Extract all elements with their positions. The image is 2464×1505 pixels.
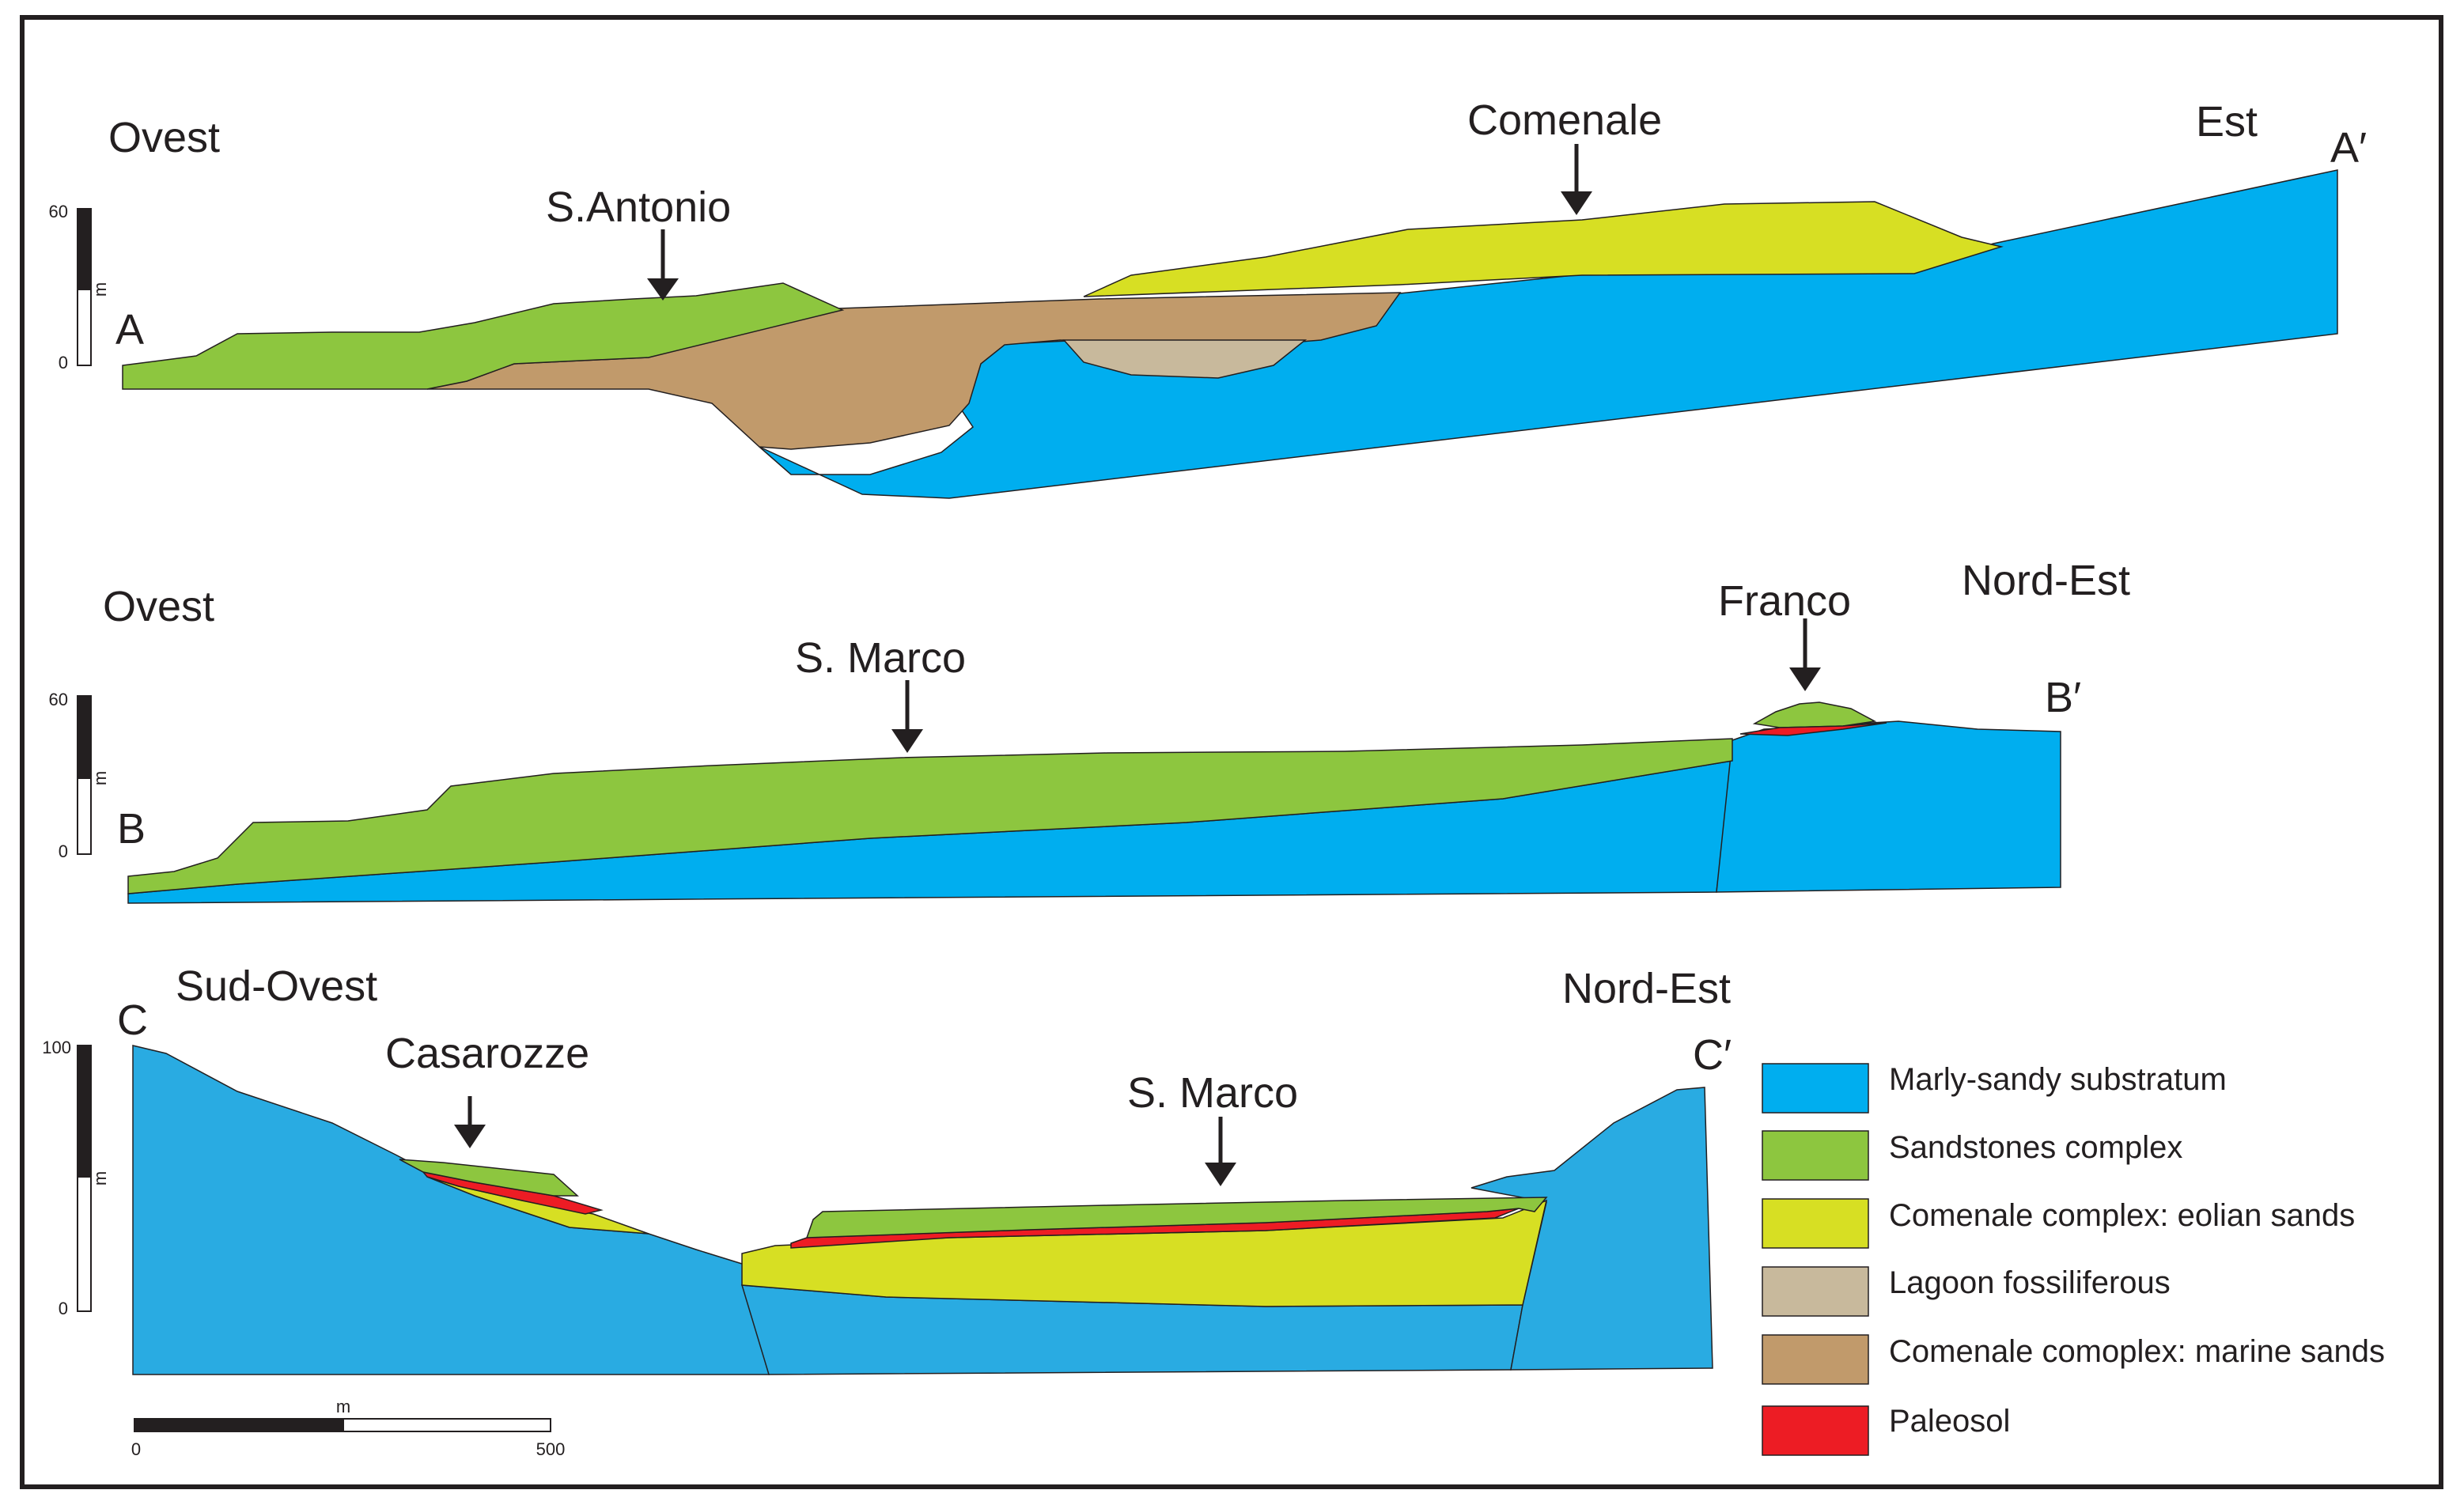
- legend-swatch: [1762, 1198, 1869, 1249]
- cc-place-casarozze: Casarozze: [385, 1030, 589, 1077]
- legend-label: Paleosol: [1889, 1404, 2010, 1439]
- cc-scale-black: [77, 1045, 92, 1178]
- ab-eolian-sands: [1083, 201, 2004, 297]
- bb-franco-paleosol: [1739, 722, 1887, 736]
- cc-sandstones-casarozze: [399, 1159, 579, 1197]
- bb-end-label: B′: [2045, 674, 2081, 721]
- hscale-unit: m: [336, 1397, 350, 1416]
- section-c-c: 100 0 m Sud-Ovest Nord-Est C C′ Casarozz…: [42, 962, 1732, 1375]
- bb-scale-unit: m: [90, 771, 110, 785]
- ab-place-comenale: Comenale: [1467, 96, 1662, 144]
- legend-item-lagoon: Lagoon fossiliferous: [1762, 1265, 2171, 1317]
- bb-scale-bottom: 0: [59, 841, 68, 861]
- cc-place-s-marco: S. Marco: [1127, 1069, 1298, 1117]
- legend-label: Marly-sandy substratum: [1889, 1062, 2227, 1097]
- hscale-white: [343, 1418, 551, 1432]
- cc-arrow-s-marco: [1205, 1117, 1236, 1186]
- legend-swatch: [1762, 1334, 1869, 1385]
- hscale-black: [134, 1418, 344, 1432]
- legend-item-eolian-sands: Comenale complex: eolian sands: [1762, 1198, 2355, 1249]
- cc-end-label: C′: [1693, 1031, 1732, 1079]
- cc-scale-bottom: 0: [59, 1299, 68, 1318]
- section-a-a: 60 0 m Ovest Est A A′ S.Antonio Comenale: [49, 96, 2367, 499]
- legend: Marly-sandy substratum Sandstones comple…: [1762, 1062, 2385, 1456]
- legend-swatch: [1762, 1405, 1869, 1456]
- legend-swatch: [1762, 1266, 1869, 1317]
- ab-arrow-s-antonio: [647, 229, 679, 301]
- ab-start-label: A: [115, 306, 144, 354]
- bb-east-label: Nord-Est: [1962, 557, 2130, 604]
- bb-scale-top: 60: [49, 690, 68, 709]
- cc-start-label: C: [117, 996, 148, 1044]
- legend-item-paleosol: Paleosol: [1762, 1404, 2010, 1456]
- legend-label: Lagoon fossiliferous: [1889, 1265, 2171, 1300]
- cc-scale-top: 100: [42, 1038, 71, 1057]
- legend-swatch: [1762, 1063, 1869, 1114]
- ab-arrow-comenale: [1561, 144, 1592, 215]
- bb-arrow-franco: [1789, 618, 1821, 691]
- bb-west-label: Ovest: [103, 583, 214, 630]
- legend-label: Comenale complex: eolian sands: [1889, 1198, 2355, 1233]
- ab-scale-bottom: 0: [59, 353, 68, 372]
- legend-swatch: [1762, 1130, 1869, 1181]
- bb-scale-black: [77, 695, 92, 779]
- bb-place-franco: Franco: [1718, 577, 1851, 625]
- legend-item-sandstones: Sandstones complex: [1762, 1130, 2182, 1181]
- bb-arrow-s-marco: [891, 680, 923, 753]
- ab-place-s-antonio: S.Antonio: [546, 183, 731, 231]
- ab-west-label: Ovest: [108, 114, 220, 161]
- horizontal-scale-bar: m 0 500: [131, 1397, 565, 1459]
- ab-scale-unit: m: [90, 282, 110, 297]
- ab-end-label: A′: [2330, 124, 2367, 172]
- ab-scale-top: 60: [49, 202, 68, 221]
- legend-label: Sandstones complex: [1889, 1130, 2182, 1165]
- cc-sandstones-center: [805, 1197, 1548, 1238]
- legend-label: Comenale comoplex: marine sands: [1889, 1334, 2385, 1369]
- bb-scale-white: [77, 777, 92, 855]
- section-b-b: 60 0 m Ovest Nord-Est B B′ S. Marco Fran…: [49, 557, 2130, 904]
- ab-scale-white: [77, 289, 92, 366]
- cc-east-label: Nord-Est: [1562, 965, 1731, 1012]
- bb-marly-sandy-substratum-right: [1716, 720, 2061, 893]
- legend-item-marine-sands: Comenale comoplex: marine sands: [1762, 1334, 2385, 1385]
- legend-item-marly-sandy: Marly-sandy substratum: [1762, 1062, 2227, 1114]
- ab-east-label: Est: [2196, 98, 2258, 146]
- cc-west-label: Sud-Ovest: [176, 962, 377, 1010]
- bb-place-s-marco: S. Marco: [795, 634, 966, 682]
- cc-scale-white: [77, 1176, 92, 1312]
- bb-sandstones: [127, 738, 1733, 894]
- cc-scale-unit: m: [90, 1171, 110, 1185]
- hscale-min: 0: [131, 1439, 141, 1459]
- cc-arrow-casarozze: [454, 1096, 486, 1148]
- hscale-max: 500: [536, 1439, 566, 1459]
- ab-lagoon-fossiliferous: [1062, 339, 1308, 379]
- ab-scale-black: [77, 208, 92, 290]
- bb-start-label: B: [117, 805, 146, 853]
